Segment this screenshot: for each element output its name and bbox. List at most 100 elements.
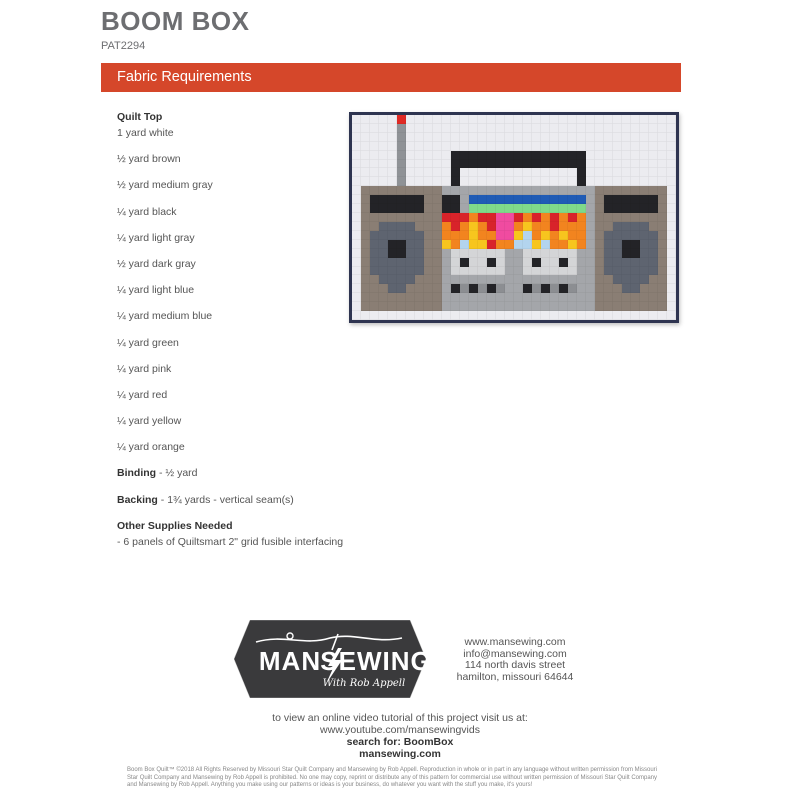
quilt-square: [568, 141, 577, 151]
binding-line: Binding - ½ yard: [117, 467, 343, 493]
quilt-square: [550, 311, 559, 320]
contact-link[interactable]: www.mansewing.com: [464, 636, 566, 648]
quilt-square: [505, 293, 514, 303]
quilt-square: [667, 311, 676, 320]
quilt-square: [640, 257, 649, 267]
quilt-square: [397, 204, 406, 214]
other-supply-item: - 6 panels of Quiltsmart 2" grid fusible…: [117, 535, 344, 548]
quilt-square: [379, 230, 388, 240]
quilt-square: [604, 213, 613, 222]
quilt-square: [595, 302, 604, 312]
quilt-square: [352, 159, 361, 169]
quilt-square: [469, 275, 478, 285]
quilt-square: [469, 186, 478, 196]
quilt-square: [487, 195, 496, 205]
quilt-square: [433, 230, 442, 240]
contact-address-line: 114 north davis street: [464, 659, 566, 671]
quilt-square: [532, 275, 541, 285]
fabric-item: ¼ yard medium blue: [117, 310, 213, 323]
quilt-square: [613, 204, 622, 214]
quilt-square: [478, 195, 487, 205]
quilt-square: [487, 275, 496, 285]
quilt-square: [496, 221, 505, 231]
quilt-square: [613, 275, 622, 285]
quilt-square: [577, 248, 586, 258]
quilt-square: [451, 115, 460, 124]
quilt-square: [460, 239, 469, 249]
quilt-square: [604, 257, 613, 267]
quilt-square: [415, 239, 424, 249]
quilt-square: [406, 293, 415, 303]
website-link[interactable]: mansewing.com: [359, 748, 441, 760]
quilt-square: [667, 248, 676, 258]
quilt-square: [397, 293, 406, 303]
quilt-square: [586, 248, 595, 258]
quilt-square: [523, 195, 532, 205]
quilt-square: [397, 266, 406, 276]
quilt-square: [631, 302, 640, 312]
quilt-square: [505, 275, 514, 285]
quilt-square: [586, 132, 595, 142]
quilt-square: [514, 293, 523, 303]
quilt-square: [667, 141, 676, 151]
quilt-square: [640, 204, 649, 214]
quilt-square: [496, 186, 505, 196]
quilt-square: [415, 221, 424, 231]
quilt-square: [433, 311, 442, 320]
quilt-square: [370, 159, 379, 169]
quilt-square: [478, 311, 487, 320]
quilt-square: [649, 266, 658, 276]
quilt-square: [478, 221, 487, 231]
quilt-square: [658, 132, 667, 142]
quilt-square: [595, 284, 604, 294]
quilt-square: [622, 115, 631, 124]
quilt-square: [667, 159, 676, 169]
quilt-square: [649, 177, 658, 187]
quilt-square: [631, 311, 640, 320]
quilt-square: [424, 159, 433, 169]
quilt-square: [532, 168, 541, 178]
quilt-square: [541, 195, 550, 205]
quilt-square: [415, 230, 424, 240]
quilt-square: [523, 239, 532, 249]
quilt-square: [514, 284, 523, 294]
quilt-square: [424, 221, 433, 231]
binding-value: - ½ yard: [156, 467, 198, 480]
quilt-square: [406, 186, 415, 196]
quilt-square: [352, 141, 361, 151]
quilt-square: [532, 204, 541, 214]
quilt-square: [613, 159, 622, 169]
quilt-square: [550, 150, 559, 160]
quilt-square: [667, 168, 676, 178]
quilt-square: [541, 284, 550, 294]
quilt-square: [604, 115, 613, 124]
contact-link[interactable]: info@mansewing.com: [463, 647, 567, 660]
quilt-square: [451, 132, 460, 142]
quilt-square: [469, 293, 478, 303]
quilt-square: [442, 293, 451, 303]
quilt-square: [640, 150, 649, 160]
quilt-square: [460, 186, 469, 196]
quilt-square: [505, 168, 514, 178]
quilt-square: [595, 159, 604, 169]
quilt-square: [370, 248, 379, 258]
banner-label: Fabric Requirements: [117, 69, 252, 85]
quilt-square: [667, 293, 676, 303]
youtube-link[interactable]: www.youtube.com/mansewingvids: [320, 724, 480, 736]
quilt-square: [640, 284, 649, 294]
quilt-square: [595, 132, 604, 142]
fabric-item: ½ yard dark gray: [117, 257, 196, 270]
quilt-square: [505, 248, 514, 258]
quilt-square: [415, 115, 424, 124]
quilt-square: [433, 159, 442, 169]
quilt-square: [478, 230, 487, 240]
quilt-square: [352, 311, 361, 320]
quilt-square: [370, 195, 379, 205]
quilt-square: [586, 115, 595, 124]
quilt-square: [613, 302, 622, 312]
quilt-square: [649, 213, 658, 222]
quilt-square: [352, 195, 361, 205]
quilt-square: [577, 213, 586, 222]
quilt-square: [613, 168, 622, 178]
quilt-square: [379, 266, 388, 276]
